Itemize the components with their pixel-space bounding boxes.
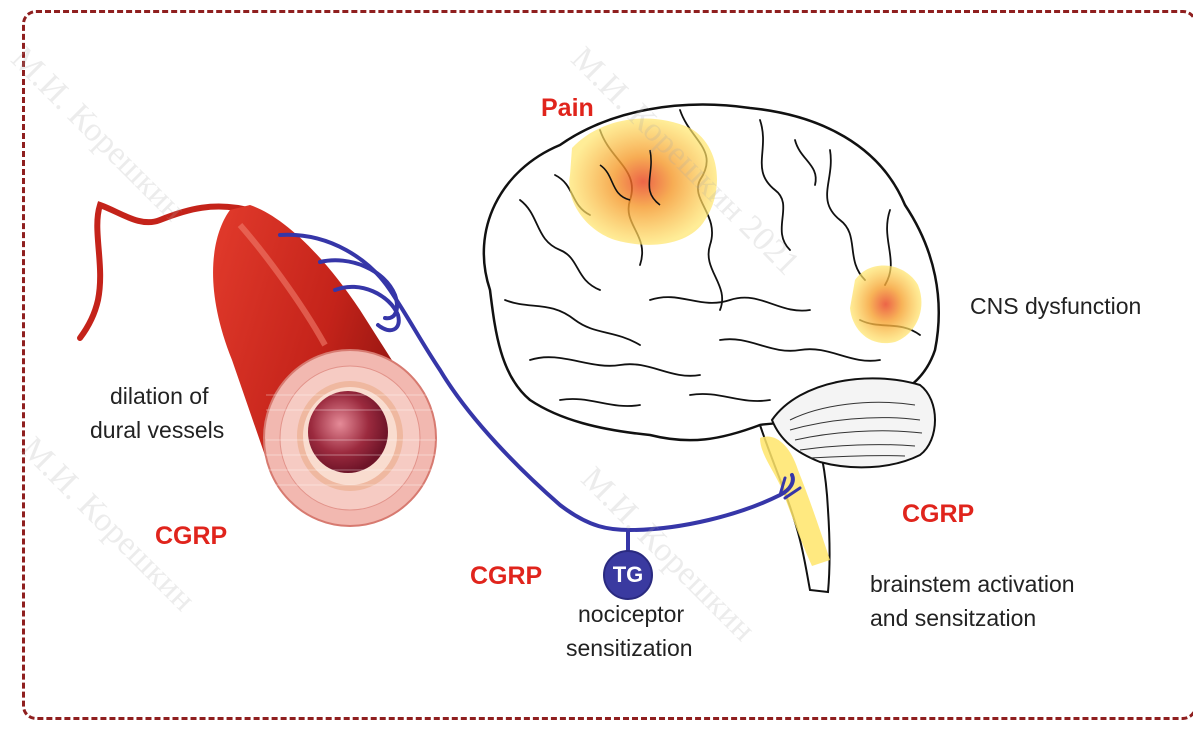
cns-dysfunction-label: CNS dysfunction <box>970 290 1141 322</box>
tg-label: TG <box>603 562 653 588</box>
dilation-label-line2: dural vessels <box>90 414 224 446</box>
nociceptor-label-line1: nociceptor <box>578 598 684 630</box>
nociceptor-label-line2: sensitization <box>566 632 693 664</box>
brainstem-label-line2: and sensitzation <box>870 602 1036 634</box>
vessel-lumen <box>308 391 388 473</box>
dural-vessel-illustration <box>80 205 436 526</box>
cgrp-vessel-label: CGRP <box>155 522 227 551</box>
pain-label: Pain <box>541 94 594 123</box>
cgrp-brainstem-label: CGRP <box>902 500 974 529</box>
cgrp-tg-label: CGRP <box>470 562 542 591</box>
brainstem-label-line1: brainstem activation <box>870 568 1075 600</box>
dilation-label-line1: dilation of <box>110 380 208 412</box>
